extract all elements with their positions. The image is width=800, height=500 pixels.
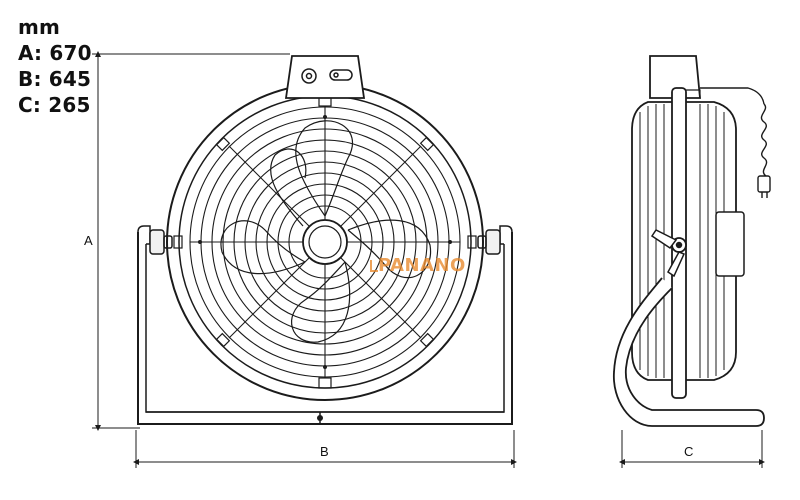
dimension-c-label: C [684,444,694,459]
housing-clips [173,95,477,389]
dimension-c-line [619,430,765,468]
grille-screws [198,115,452,421]
brand-watermark: PANANO [370,255,466,276]
side-housing [631,101,737,381]
pivot-knob-right [477,229,501,255]
spec-height-a: A: 670 [18,41,92,65]
dimension-a-label: A [84,233,93,248]
dimension-b-label: B [320,444,329,459]
side-pivot-knob [650,229,687,278]
control-box [284,55,366,99]
power-plug [757,175,771,193]
front-view [92,51,517,468]
spec-depth-c: C: 265 [18,93,91,117]
pivot-knob-left [149,229,173,255]
fan-grille [189,106,461,378]
fan-blades [220,120,432,343]
dimension-a-line [92,51,290,431]
speed-dial [301,68,317,84]
side-motor-box [715,211,745,277]
front-stand [137,225,513,425]
side-stand-foot [613,277,765,427]
dimension-spec-list: mm A: 670 B: 645 C: 265 [18,14,92,118]
dimension-b-line [133,430,517,468]
unit-label: mm [18,15,61,39]
switch-slot [329,69,353,81]
side-view [613,55,771,468]
power-cord [700,87,771,198]
fan-hub [302,219,348,265]
spec-width-b: B: 645 [18,67,92,91]
